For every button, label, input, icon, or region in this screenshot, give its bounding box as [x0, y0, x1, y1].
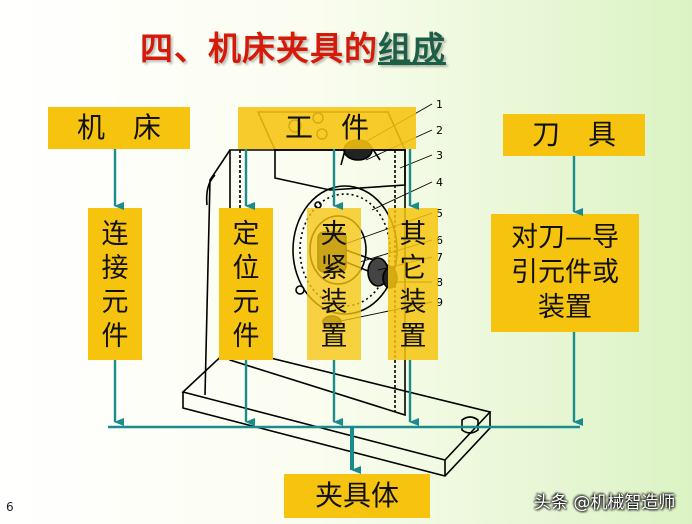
machine-tool-box: 机 床 — [48, 107, 190, 149]
locating-char-3: 元 — [232, 287, 260, 318]
angle-plate-side — [204, 149, 231, 396]
part-number-5: 5 — [436, 207, 443, 220]
guide-line-3: 装置 — [538, 292, 592, 323]
clamping-char-4: 置 — [320, 321, 348, 352]
title-underlined-text: 组成 — [378, 29, 446, 68]
part-number-8: 8 — [436, 276, 443, 289]
clamping-device-box: 夹 紧 装 置 — [307, 208, 361, 360]
top-block-front — [274, 149, 406, 191]
guide-line-1: 对刀—导 — [511, 222, 619, 253]
part-number-7: 7 — [436, 251, 443, 264]
tool-setting-guide-box: 对刀—导 引元件或 装置 — [491, 214, 639, 332]
clamping-char-2: 紧 — [320, 253, 348, 284]
locating-char-2: 位 — [232, 253, 260, 284]
clamping-char-1: 夹 — [320, 219, 348, 250]
connecting-char-4: 件 — [101, 321, 129, 352]
watermark: 头条 @机械智造师 — [534, 493, 676, 513]
part-number-2: 2 — [436, 124, 443, 137]
connecting-element-box: 连 接 元 件 — [88, 208, 142, 360]
connecting-char-2: 接 — [101, 253, 129, 284]
locating-element-box: 定 位 元 件 — [219, 208, 273, 360]
page-number: 6 — [6, 500, 14, 514]
part-number-6: 6 — [436, 234, 443, 247]
connecting-char-3: 元 — [101, 287, 129, 318]
other-char-2: 它 — [399, 253, 427, 284]
slide-title: 四、机床夹具的组成 — [140, 22, 446, 70]
part-number-9: 9 — [436, 296, 443, 309]
title-text: 四、机床夹具的 — [140, 29, 378, 68]
part-number-4: 4 — [436, 176, 443, 189]
other-char-1: 其 — [399, 219, 427, 250]
other-char-4: 置 — [399, 321, 427, 352]
other-char-3: 装 — [399, 287, 427, 318]
locating-char-4: 件 — [232, 321, 260, 352]
clamping-char-3: 装 — [320, 287, 348, 318]
part-number-3: 3 — [436, 149, 443, 162]
part-number-1: 1 — [436, 98, 443, 111]
fixture-body-box: 夹具体 — [284, 474, 430, 518]
base-slot — [444, 416, 479, 476]
other-device-box: 其 它 装 置 — [388, 208, 438, 360]
cutting-tool-box: 刀 具 — [503, 114, 645, 156]
part-number-labels: 1 2 3 4 5 6 7 8 9 — [436, 98, 443, 309]
guide-line-2: 引元件或 — [511, 257, 619, 288]
connecting-char-1: 连 — [101, 219, 129, 250]
locating-char-1: 定 — [232, 219, 260, 250]
workpiece-box: 工 件 — [238, 107, 416, 149]
